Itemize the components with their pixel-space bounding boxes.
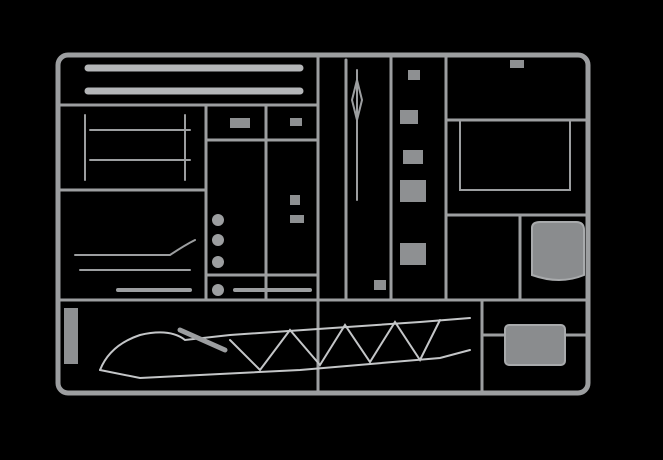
strut-parts <box>74 69 571 292</box>
part-number-tag <box>64 308 78 364</box>
long-tube-parts <box>84 64 304 95</box>
wheel-parts <box>212 214 224 296</box>
small-parts <box>230 60 524 290</box>
fuselage-frame-part <box>99 317 471 380</box>
sprue-frame <box>55 52 591 396</box>
runners <box>56 54 590 394</box>
seat-part <box>531 221 585 281</box>
engine-part <box>504 324 566 366</box>
